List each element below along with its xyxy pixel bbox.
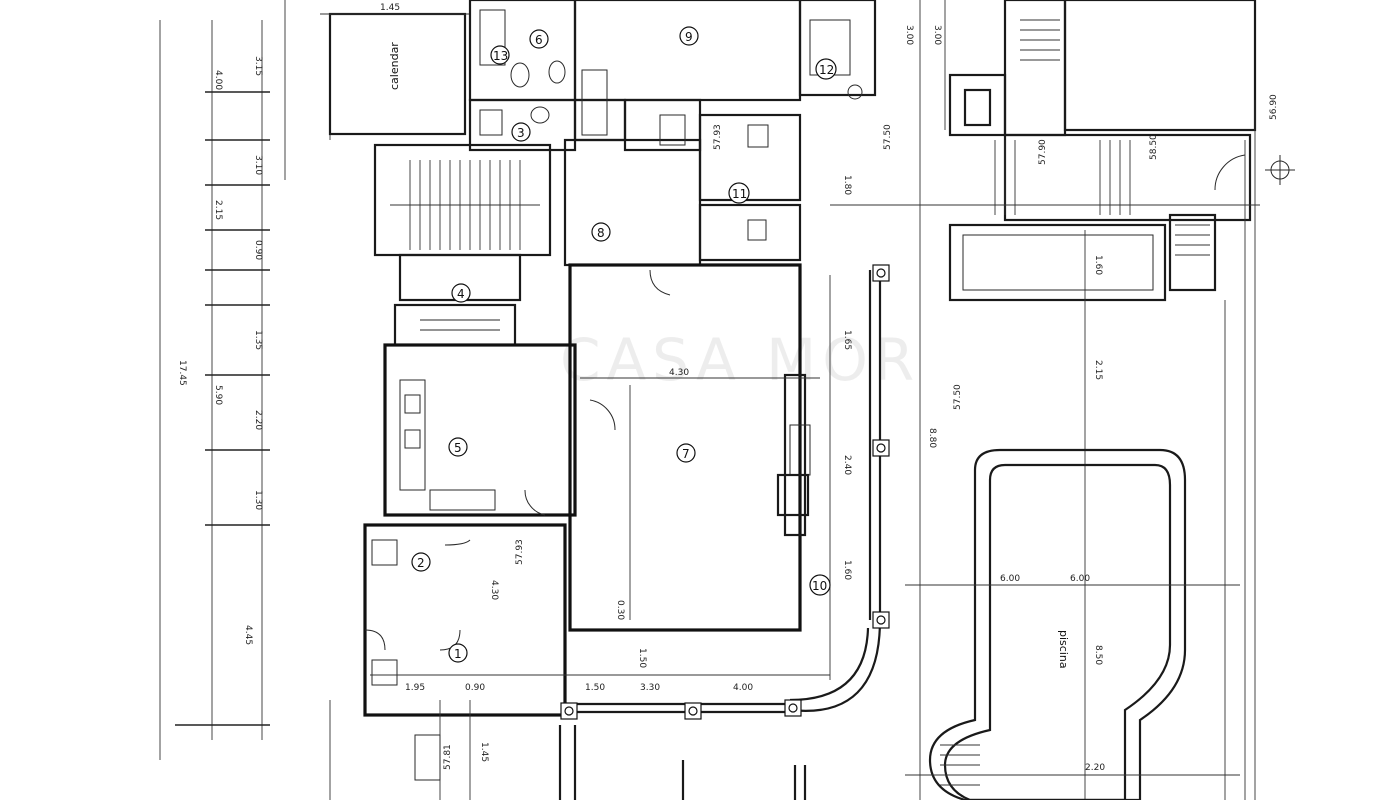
svg-text:0.90: 0.90 [465,683,485,693]
room-marker-3: 3 [511,122,531,142]
svg-text:3.30: 3.30 [640,683,660,693]
svg-text:8: 8 [597,226,605,240]
svg-text:2.15: 2.15 [1093,360,1103,380]
svg-text:2.20: 2.20 [253,410,263,430]
label-calendar: calendar [388,42,401,90]
svg-text:3: 3 [517,126,525,140]
svg-text:3.00: 3.00 [904,25,914,45]
svg-text:3.10: 3.10 [253,155,263,175]
room-marker-8: 8 [591,222,611,242]
svg-text:8.80: 8.80 [927,428,937,448]
svg-text:1.80: 1.80 [842,175,852,195]
left-dimension-lines [159,0,331,800]
svg-text:17.45: 17.45 [177,360,187,386]
svg-text:2.40: 2.40 [842,455,852,475]
svg-text:3.15: 3.15 [253,56,263,76]
svg-text:1.45: 1.45 [380,3,400,13]
svg-text:57.90: 57.90 [1038,139,1048,165]
svg-text:10: 10 [812,579,827,593]
east-terrace [830,0,1295,800]
svg-text:7: 7 [682,447,690,461]
svg-text:0.30: 0.30 [615,600,625,620]
left-dimension-texts: 4.00 3.15 3.10 2.15 0.90 1.35 2.20 1.30 … [177,56,263,645]
room-marker-9: 9 [679,26,699,46]
svg-text:1.50: 1.50 [637,648,647,668]
room-marker-11: 11 [728,182,750,204]
svg-text:6.00: 6.00 [1070,574,1090,584]
svg-text:1.60: 1.60 [842,560,852,580]
svg-text:4: 4 [457,287,465,301]
svg-text:1.65: 1.65 [842,330,852,350]
svg-text:4.00: 4.00 [733,683,753,693]
right-dimension-texts: 3.00 3.00 1.80 1.60 2.15 8.80 8.50 [842,25,1103,665]
svg-text:57.93: 57.93 [515,539,525,565]
bottom-lines [414,700,807,800]
bathroom-fixtures [479,9,863,241]
central-staircase [373,143,552,257]
svg-text:1.35: 1.35 [253,330,263,350]
svg-text:58.50: 58.50 [1149,134,1159,160]
room-marker-2: 2 [411,552,431,572]
room-marker-13: 13 [490,45,510,65]
svg-text:5.90: 5.90 [213,385,223,405]
svg-text:4.45: 4.45 [243,625,253,645]
svg-text:1.30: 1.30 [253,490,263,510]
svg-text:57.81: 57.81 [443,744,453,770]
svg-text:13: 13 [493,49,508,63]
svg-text:2.15: 2.15 [213,200,223,220]
svg-text:57.93: 57.93 [713,124,723,150]
room-marker-1: 1 [448,643,468,663]
room-marker-4: 4 [451,283,471,303]
svg-text:12: 12 [819,63,834,77]
level-markers: 57.50 57.50 57.93 57.93 57.81 56.90 58.5… [443,94,1279,770]
watermark-text: CASA MOR [560,326,920,394]
svg-text:57.50: 57.50 [883,124,893,150]
svg-text:5: 5 [454,441,462,455]
svg-text:57.50: 57.50 [953,384,963,410]
svg-text:4.00: 4.00 [213,70,223,90]
living-room-walls [568,263,820,632]
misc-dimension-texts: 6.00 4.30 2.40 1.65 1.50 1.60 0.30 3.30 … [405,330,1105,773]
svg-text:1.45: 1.45 [479,742,489,762]
room-marker-5: 5 [448,437,468,457]
svg-text:1.95: 1.95 [405,683,425,693]
svg-text:2: 2 [417,556,425,570]
svg-text:6.00: 6.00 [1000,574,1020,584]
swimming-pool [905,448,1240,800]
room-marker-6: 6 [529,29,549,49]
svg-text:0.90: 0.90 [253,240,263,260]
svg-text:56.90: 56.90 [1269,94,1279,120]
room-markers: 1 2 3 4 5 6 7 8 9 10 11 12 13 [411,26,837,663]
svg-text:8.50: 8.50 [1093,645,1103,665]
label-piscina: piscina [1057,630,1070,669]
svg-text:6: 6 [535,33,543,47]
svg-text:9: 9 [685,30,693,44]
svg-text:4.30: 4.30 [489,580,499,600]
svg-text:1.50: 1.50 [585,683,605,693]
svg-text:3.00: 3.00 [932,25,942,45]
kitchen-walls [383,343,616,517]
svg-text:2.20: 2.20 [1085,763,1105,773]
room-marker-7: 7 [676,443,696,463]
room-marker-12: 12 [815,58,837,80]
svg-text:11: 11 [732,187,747,201]
svg-text:4.30: 4.30 [669,368,689,378]
svg-text:1.60: 1.60 [1093,255,1103,275]
svg-text:1: 1 [454,647,462,661]
east-colonnade [370,264,890,720]
room-marker-10: 10 [809,574,831,596]
